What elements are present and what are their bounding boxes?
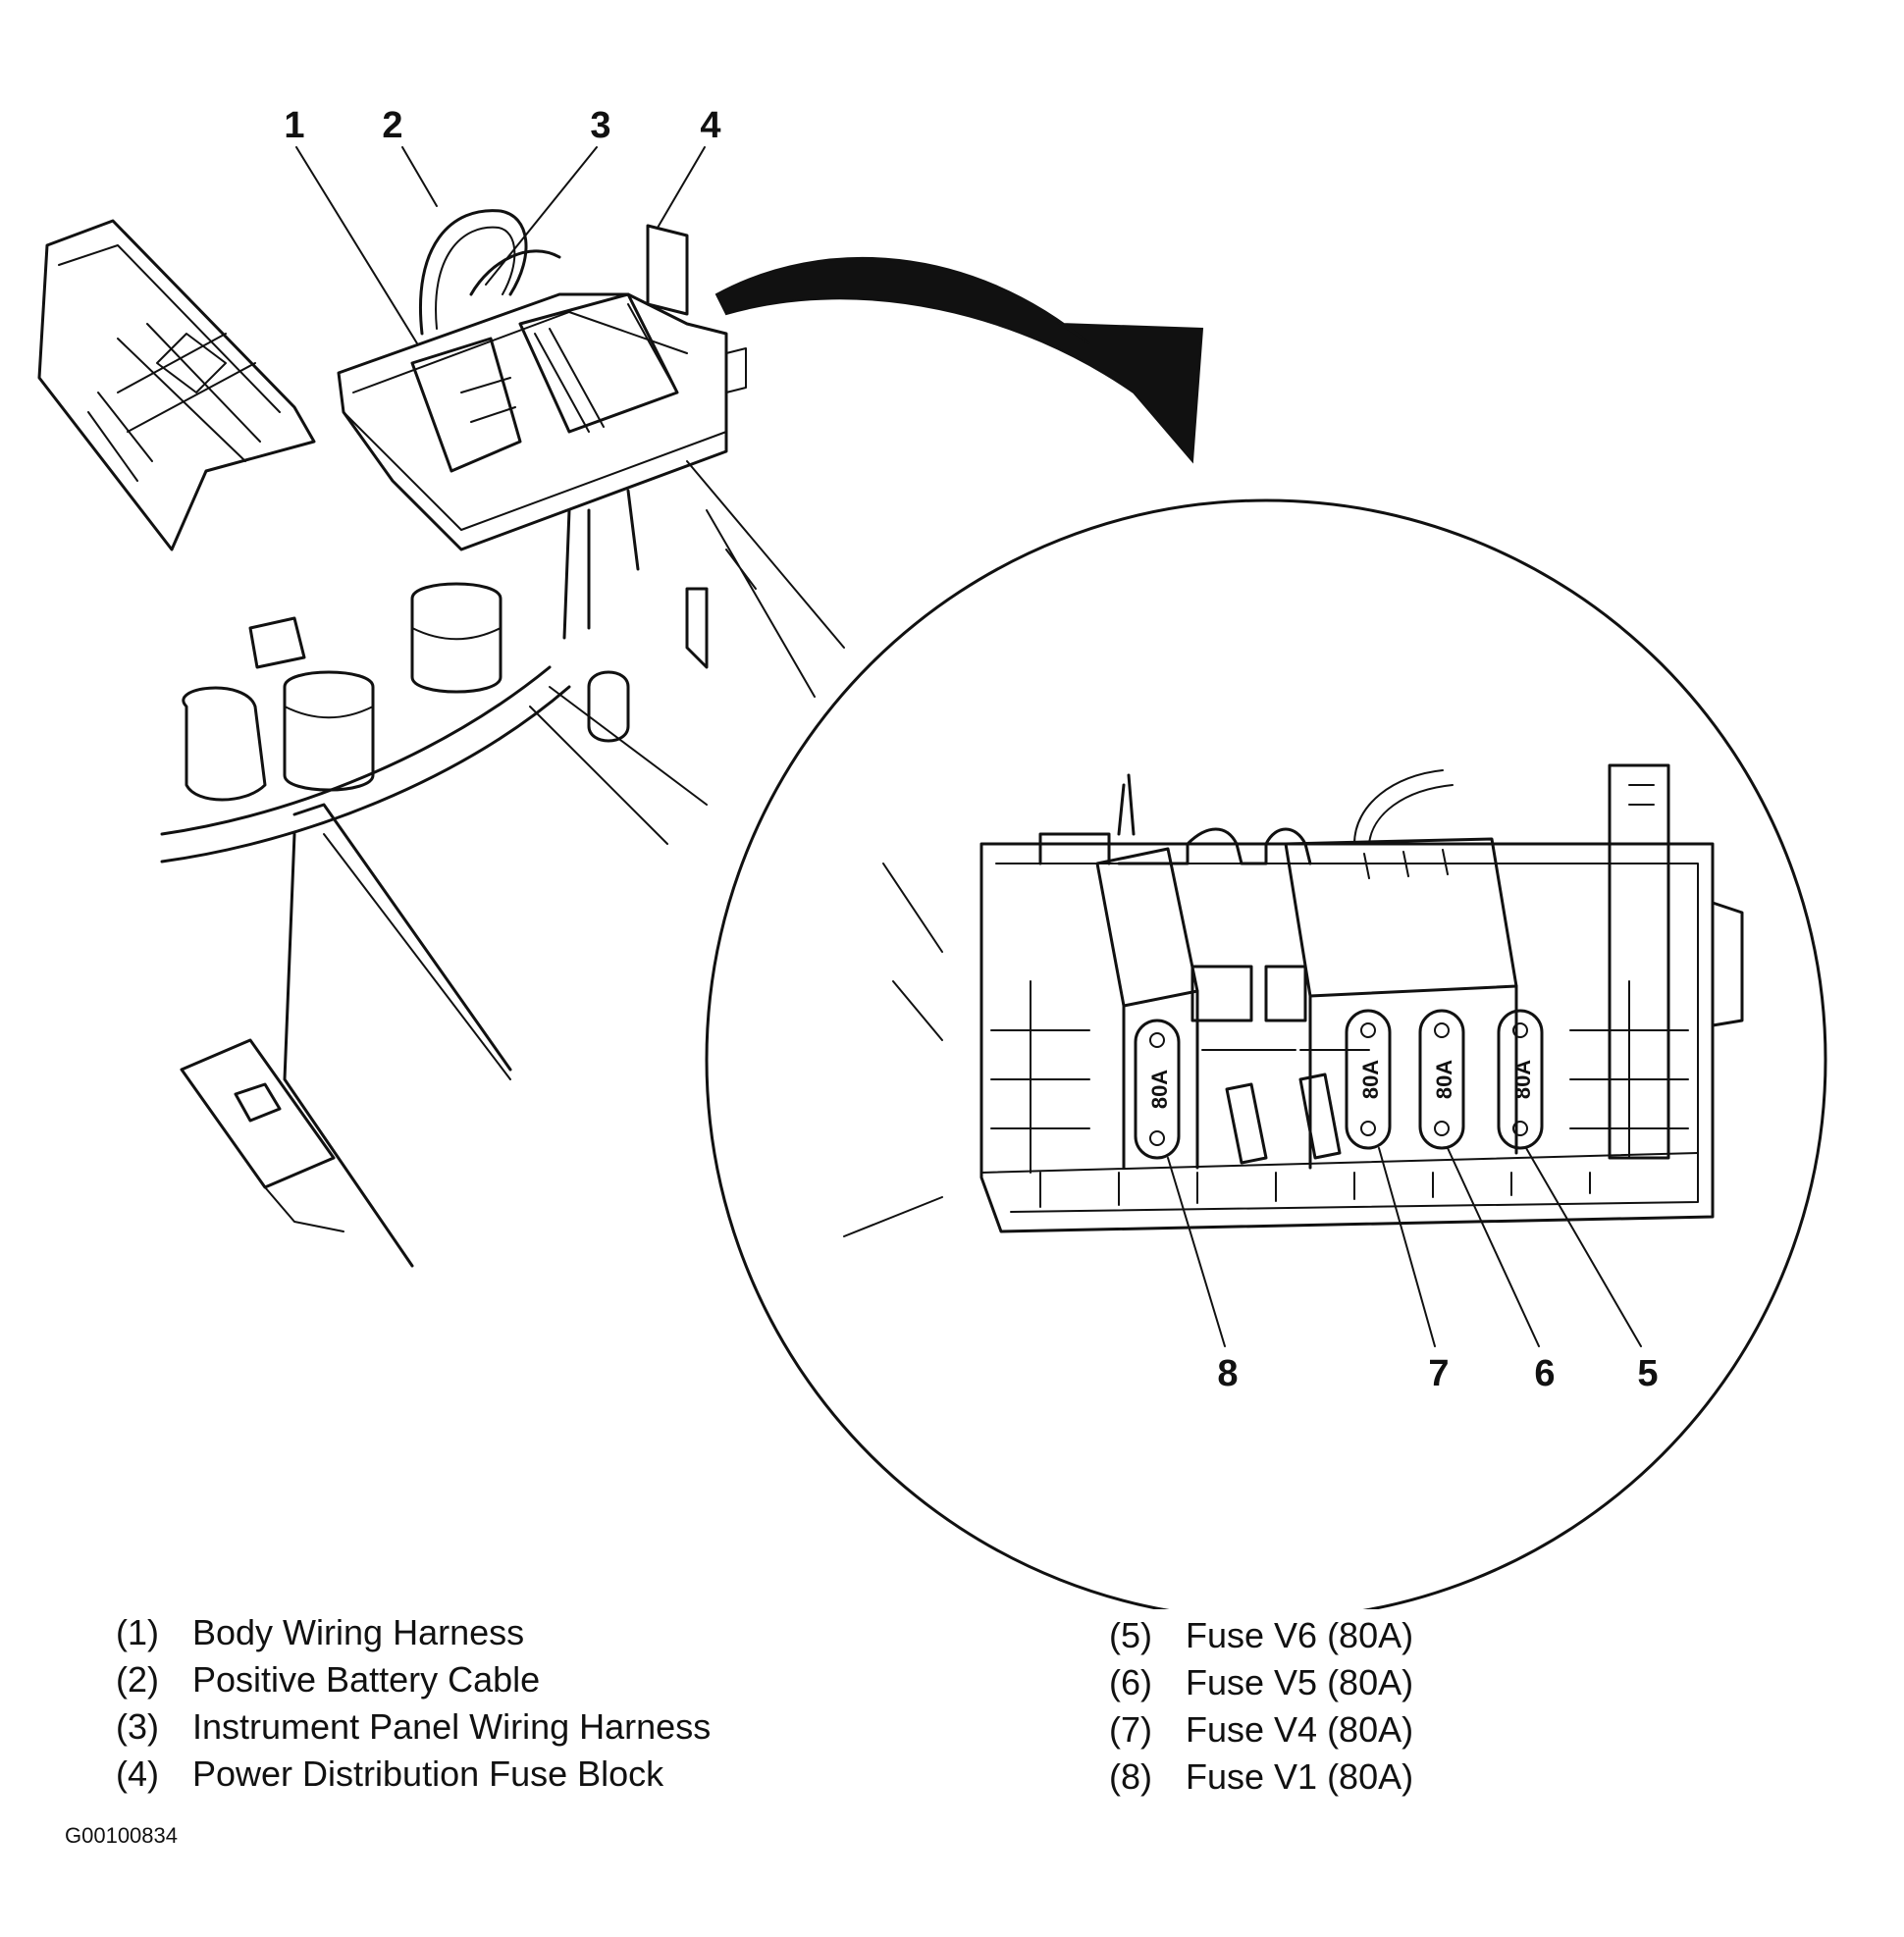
legend-left: (1) Body Wiring Harness (2) Positive Bat… xyxy=(116,1609,711,1798)
fuse-v1-rating: 80A xyxy=(1147,1070,1172,1109)
legend-right: (5) Fuse V6 (80A) (6) Fuse V5 (80A) (7) … xyxy=(1109,1612,1413,1801)
legend-num-2: (2) xyxy=(116,1659,159,1700)
legend-label-7: Fuse V4 (80A) xyxy=(1186,1709,1414,1750)
overview-illustration xyxy=(37,209,845,1268)
legend-item-2: (2) Positive Battery Cable xyxy=(116,1656,711,1703)
legend-num-7: (7) xyxy=(1109,1709,1152,1750)
legend-label-1: Body Wiring Harness xyxy=(192,1612,525,1652)
fuse-v4 xyxy=(1345,1009,1392,1150)
legend-label-8: Fuse V1 (80A) xyxy=(1186,1756,1414,1797)
overview-leader-lines xyxy=(295,146,706,344)
legend-item-6: (6) Fuse V5 (80A) xyxy=(1109,1659,1413,1706)
legend-label-6: Fuse V5 (80A) xyxy=(1186,1662,1414,1702)
legend-num-4: (4) xyxy=(116,1754,159,1794)
legend-label-5: Fuse V6 (80A) xyxy=(1186,1615,1414,1655)
legend-num-1: (1) xyxy=(116,1612,159,1652)
callout-6: 6 xyxy=(1534,1353,1555,1394)
legend-item-5: (5) Fuse V6 (80A) xyxy=(1109,1612,1413,1659)
callout-1: 1 xyxy=(284,105,304,146)
fuse-v6-rating: 80A xyxy=(1510,1060,1535,1099)
legend-label-3: Instrument Panel Wiring Harness xyxy=(192,1706,712,1747)
legend-num-6: (6) xyxy=(1109,1662,1152,1702)
callout-7: 7 xyxy=(1428,1353,1449,1394)
fuse-v6 xyxy=(1497,1009,1544,1150)
legend-item-1: (1) Body Wiring Harness xyxy=(116,1609,711,1656)
legend-item-3: (3) Instrument Panel Wiring Harness xyxy=(116,1703,711,1751)
legend-label-2: Positive Battery Cable xyxy=(192,1659,541,1700)
fuse-v5-rating: 80A xyxy=(1432,1060,1456,1099)
callout-8: 8 xyxy=(1217,1353,1238,1394)
callout-5: 5 xyxy=(1637,1353,1658,1394)
legend-num-3: (3) xyxy=(116,1706,159,1747)
callout-3: 3 xyxy=(590,105,610,146)
detail-leader-lines xyxy=(1167,1147,1642,1347)
legend-num-8: (8) xyxy=(1109,1756,1152,1797)
fuse-v4-rating: 80A xyxy=(1358,1060,1383,1099)
detail-illustration xyxy=(843,763,1744,1237)
callout-2: 2 xyxy=(382,105,402,146)
fuse-block-diagram: 1 2 3 4 xyxy=(37,105,1827,1609)
fuse-v1 xyxy=(1134,1019,1181,1160)
figure-id: G00100834 xyxy=(65,1823,178,1848)
detail-circle xyxy=(705,498,1827,1609)
legend-num-5: (5) xyxy=(1109,1615,1152,1655)
legend-item-7: (7) Fuse V4 (80A) xyxy=(1109,1706,1413,1754)
detail-arrow xyxy=(714,257,1204,464)
legend-label-4: Power Distribution Fuse Block xyxy=(192,1754,664,1794)
callout-4: 4 xyxy=(700,105,720,146)
legend-item-8: (8) Fuse V1 (80A) xyxy=(1109,1754,1413,1801)
fuse-v5 xyxy=(1418,1009,1465,1150)
legend-item-4: (4) Power Distribution Fuse Block xyxy=(116,1751,711,1798)
